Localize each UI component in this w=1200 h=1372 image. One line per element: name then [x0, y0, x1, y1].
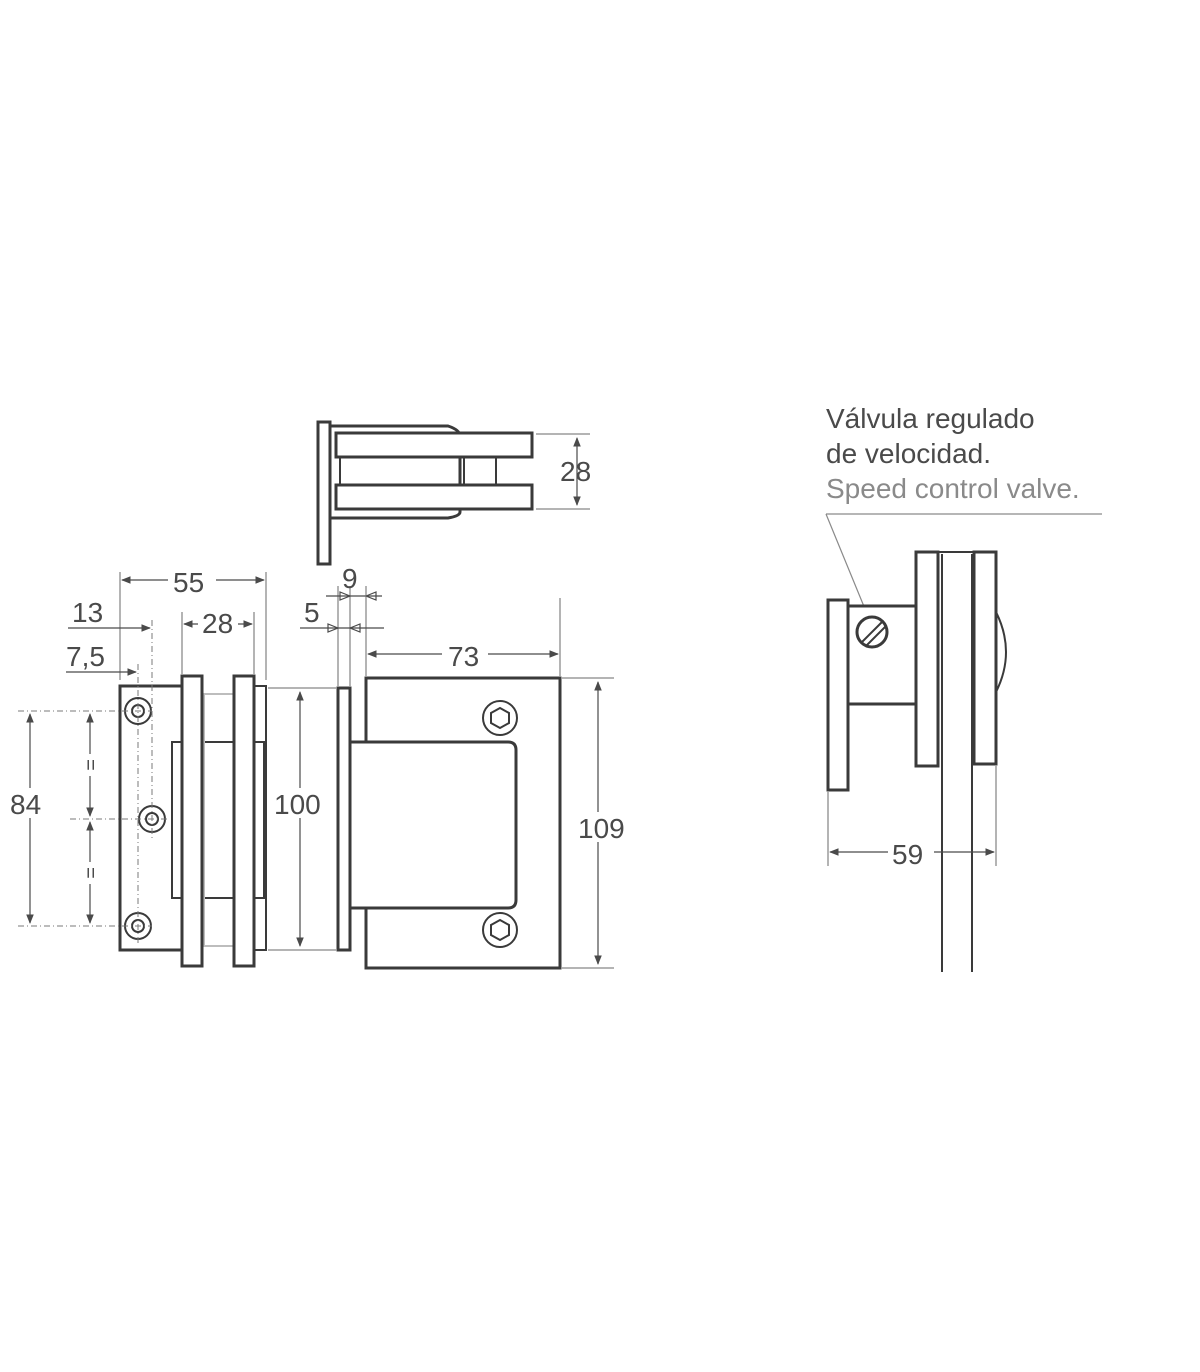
dim-clamp-width: 28	[202, 608, 233, 639]
dim-top-depth: 28	[560, 456, 591, 487]
hex-screw-bottom	[482, 912, 518, 948]
front-view-wall-plate: 9 5 73 109	[300, 563, 628, 970]
dim-equal-upper: =	[79, 759, 101, 771]
wall-hinge-body	[348, 740, 518, 910]
valve-label-es-line2: de velocidad.	[826, 438, 991, 469]
wall-flange	[336, 686, 352, 952]
side-clamp-right	[972, 550, 998, 766]
speed-control-valve-icon	[855, 615, 889, 649]
dim-wall-plate-width: 73	[448, 641, 479, 672]
side-cap	[995, 611, 1007, 693]
side-clamp-left	[914, 550, 940, 768]
dim-hole-offset: 13	[72, 597, 103, 628]
valve-label-en: Speed control valve.	[826, 473, 1080, 504]
dim-overall-width: 55	[173, 567, 204, 598]
clamp-right-plate	[253, 685, 267, 951]
dim-side-width: 59	[892, 839, 923, 870]
dim-edge-offset: 7,5	[66, 641, 105, 672]
clamp-glass-gap	[203, 693, 235, 947]
top-view-pin	[463, 456, 497, 486]
top-view-jaw-upper	[334, 431, 534, 459]
dim-equal-lower: =	[79, 867, 101, 879]
front-view-clamp: 55 13 28 7,5 84 = = 100	[8, 564, 336, 968]
clamp-jaw-right	[232, 674, 256, 968]
side-wall-plate	[826, 598, 850, 792]
clamp-jaw-left	[180, 674, 204, 968]
side-view: Válvula regulado de velocidad. Speed con…	[825, 403, 1102, 972]
dim-hole-spacing: 84	[10, 789, 41, 820]
dim-clamp-height: 100	[274, 789, 321, 820]
dim-wall-plate-height: 109	[578, 813, 625, 844]
dim-flange-thickness: 5	[304, 597, 320, 628]
valve-label-es-line1: Válvula regulado	[826, 403, 1035, 434]
top-view-jaw-lower	[334, 483, 534, 511]
top-view: 28	[316, 420, 591, 566]
top-view-flange	[316, 420, 332, 566]
clamp-inner-block	[171, 741, 265, 899]
dim-flange-gap: 9	[342, 563, 358, 594]
hex-screw-top	[482, 700, 518, 736]
